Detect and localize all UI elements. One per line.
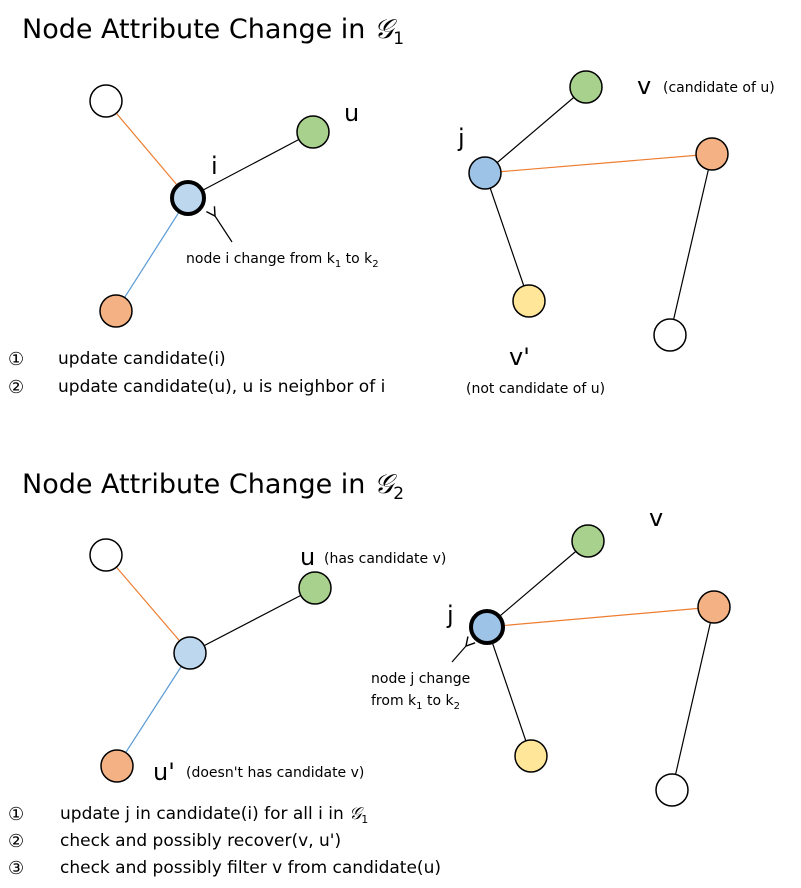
s2-step1-text: update j in candidate(i) for all i in 𝒢1 — [60, 804, 368, 826]
label-j-g2: j — [446, 601, 454, 629]
s2-step1-marker: ① — [8, 804, 24, 825]
edge-white-i — [105, 100, 189, 199]
node-orange-right — [695, 137, 729, 171]
s1-right-nodes — [468, 70, 729, 352]
s2-annotation-arrow — [451, 636, 476, 663]
label-u-note: (has candidate v) — [324, 551, 446, 567]
label-v-g2: v — [649, 504, 663, 532]
label-i: i — [211, 152, 218, 180]
label-v: v — [637, 72, 651, 100]
node-u-prime — [100, 749, 134, 783]
s1-step1-text: update candidate(i) — [58, 349, 226, 369]
node-j-g2 — [469, 609, 505, 645]
label-v-prime-note: (not candidate of u) — [466, 381, 605, 397]
node-orange-right-g2 — [697, 590, 731, 624]
s2-step2-text: check and possibly recover(v, u') — [60, 831, 341, 851]
node-white-right — [653, 318, 687, 352]
s1-annotation-arrow — [206, 206, 233, 243]
label-u-prime-note: (doesn't has candidate v) — [186, 765, 364, 781]
node-j — [468, 156, 502, 190]
s2-right-nodes — [469, 524, 731, 807]
s1-step1-marker: ① — [8, 349, 24, 370]
s1-annotation: node i change from k1 to k2 — [186, 251, 379, 270]
s2-left-nodes — [89, 538, 332, 783]
s1-left-edges — [105, 100, 314, 312]
s2-step2-marker: ② — [8, 831, 24, 852]
node-u-g2 — [298, 571, 332, 605]
edge-u-i — [187, 131, 314, 199]
s1-step2-marker: ② — [8, 377, 24, 398]
edge-orange-i — [115, 197, 189, 312]
node-i — [170, 180, 206, 216]
node-white-right-g2 — [655, 773, 689, 807]
node-white — [89, 84, 123, 118]
s2-right-edges — [486, 540, 715, 791]
label-j: j — [457, 124, 465, 152]
node-i-g2 — [173, 636, 207, 670]
node-v-prime — [512, 284, 546, 318]
node-v — [569, 70, 603, 104]
s1-left-nodes — [89, 84, 330, 328]
node-orange — [99, 294, 133, 328]
s2-step3-text: check and possibly filter v from candida… — [60, 858, 441, 878]
label-v-prime: v' — [509, 343, 530, 371]
node-u — [296, 115, 330, 149]
s2-annotation-line1: node j change — [371, 671, 470, 687]
s1-step2-text: update candidate(u), u is neighbor of i — [58, 377, 385, 397]
s2-step3-marker: ③ — [8, 858, 24, 879]
node-yellow-g2 — [514, 739, 548, 773]
section2-title: Node Attribute Change in 𝒢2 — [22, 469, 404, 504]
label-v-note: (candidate of u) — [663, 80, 775, 96]
label-u-prime: u' — [153, 758, 175, 786]
label-u: u — [344, 99, 359, 127]
node-v-g2 — [571, 524, 605, 558]
node-white-g2 — [89, 538, 123, 572]
s1-right-edges — [484, 86, 713, 336]
section1-title: Node Attribute Change in 𝒢1 — [22, 14, 404, 49]
s2-left-edges — [105, 554, 316, 767]
s2-annotation-line2: from k1 to k2 — [371, 693, 460, 712]
label-u-g2: u — [300, 543, 315, 571]
